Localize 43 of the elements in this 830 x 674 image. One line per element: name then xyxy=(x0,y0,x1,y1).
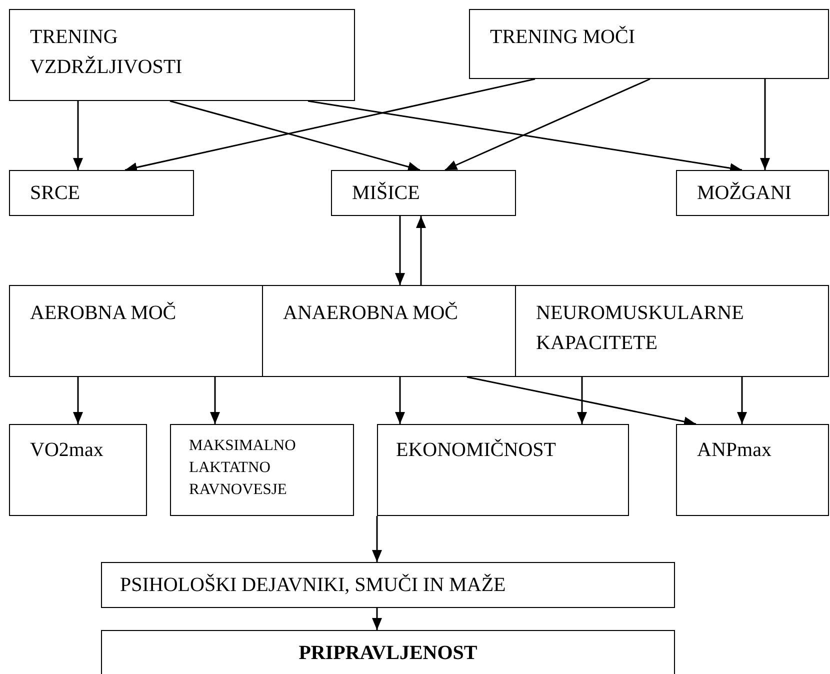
arrow xyxy=(124,78,536,172)
box-label: AEROBNA MOČ xyxy=(30,300,178,326)
arrow xyxy=(170,100,420,172)
arrow xyxy=(395,377,405,424)
box-label: TRENING VZDRŽLJIVOSTI xyxy=(30,25,184,80)
box-label: MAKSIMALNO LAKTATNO RAVNOVESJE xyxy=(189,436,297,500)
box-label: TRENING MOČI xyxy=(490,24,636,50)
arrow xyxy=(210,377,220,424)
process-box xyxy=(9,9,355,101)
process-box xyxy=(469,9,829,79)
box-label: NEUROMUSKULARNE KAPACITETE xyxy=(536,301,745,356)
process-box xyxy=(9,424,147,516)
process-box xyxy=(262,285,516,377)
arrow xyxy=(73,377,83,424)
arrow xyxy=(577,377,587,424)
process-box xyxy=(676,424,829,516)
process-box xyxy=(515,285,829,377)
box-label: ANAEROBNA MOČ xyxy=(283,300,460,326)
arrow xyxy=(372,516,382,562)
arrow xyxy=(737,377,747,424)
box-label: SRCE xyxy=(30,181,82,206)
process-box xyxy=(9,285,263,377)
box-label: ANPmax xyxy=(697,438,772,463)
arrow xyxy=(760,79,770,170)
process-box xyxy=(331,170,516,216)
arrow xyxy=(416,216,426,285)
box-label: VO2max xyxy=(30,438,104,463)
process-box xyxy=(101,630,675,674)
box-label: EKONOMIČNOST xyxy=(396,438,557,463)
arrow xyxy=(73,101,83,170)
process-box xyxy=(170,424,354,516)
box-label: MIŠICE xyxy=(352,180,421,206)
box-label: PRIPRAVLJENOST xyxy=(298,641,478,666)
process-box xyxy=(676,170,829,216)
arrow xyxy=(372,608,382,630)
process-box xyxy=(101,562,675,608)
arrow xyxy=(444,78,650,171)
arrow xyxy=(466,376,696,426)
process-box xyxy=(9,170,194,216)
box-label: PSIHOLOŠKI DEJAVNIKI, SMUČI IN MAŽE xyxy=(120,572,507,598)
arrow xyxy=(395,216,405,285)
process-box xyxy=(377,424,629,516)
box-label: MOŽGANI xyxy=(697,180,792,206)
